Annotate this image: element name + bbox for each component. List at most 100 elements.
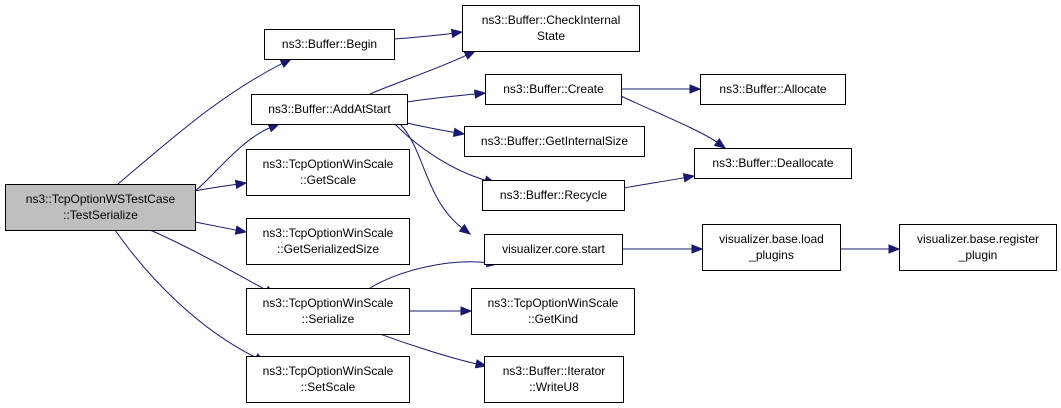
node-box[interactable]	[464, 126, 645, 157]
edge-addatstart-to-create	[406, 89, 487, 103]
node-box[interactable]	[700, 74, 846, 105]
edges-layer	[114, 28, 901, 369]
node-label-line: ns3::TcpOptionWSTestCase	[26, 192, 176, 206]
arrowhead-icon	[458, 223, 472, 235]
arrowhead-icon	[691, 244, 704, 254]
node-getinternalsize[interactable]: ns3::Buffer::GetInternalSize	[464, 126, 645, 157]
node-label-line: ::GetKind	[528, 312, 578, 326]
node-allocate[interactable]: ns3::Buffer::Allocate	[700, 74, 846, 105]
node-label-line: visualizer.core.start	[502, 242, 605, 256]
node-label-line: ::Serialize	[302, 312, 355, 326]
edge-vcorestart-to-loadplugins	[622, 244, 704, 254]
edge-serialize-to-getkind	[409, 306, 473, 316]
node-addatstart[interactable]: ns3::Buffer::AddAtStart	[251, 94, 408, 125]
node-label-line: ns3::TcpOptionWinScale	[263, 364, 394, 378]
node-label-line: ns3::Buffer::AddAtStart	[268, 102, 391, 116]
node-deallocate[interactable]: ns3::Buffer::Deallocate	[694, 148, 852, 179]
node-box[interactable]	[694, 148, 852, 179]
edge-root-to-setscale	[114, 229, 267, 363]
edge-addatstart-to-vcorestart	[399, 123, 472, 235]
node-label-line: ns3::TcpOptionWinScale	[263, 157, 394, 171]
node-label-line: State	[537, 29, 565, 43]
node-label-line: visualizer.base.load	[719, 232, 824, 246]
edge-line	[117, 62, 284, 185]
node-label-line: ns3::Buffer::GetInternalSize	[481, 134, 629, 148]
node-box[interactable]	[462, 5, 640, 52]
node-box[interactable]	[485, 74, 622, 105]
node-setscale[interactable]: ns3::TcpOptionWinScale::SetScale	[246, 356, 410, 403]
node-label-line: ns3::TcpOptionWinScale	[263, 296, 394, 310]
edge-line	[399, 123, 464, 229]
edge-line	[406, 122, 456, 134]
node-box[interactable]	[246, 356, 410, 403]
node-root[interactable]: ns3::TcpOptionWSTestCase::TestSerialize	[5, 184, 196, 231]
edge-begin-to-checkinternal	[393, 28, 464, 40]
edge-loadplugins-to-registerplugin	[840, 244, 901, 254]
node-serialize[interactable]: ns3::TcpOptionWinScale::Serialize	[246, 288, 410, 335]
node-label-line: _plugin	[958, 248, 998, 262]
node-label-line: ::TestSerialize	[63, 208, 138, 222]
node-label-line: ns3::Buffer::Allocate	[719, 82, 827, 96]
node-getkind[interactable]: ns3::TcpOptionWinScale::GetKind	[471, 288, 635, 335]
node-recycle[interactable]: ns3::Buffer::Recycle	[482, 180, 625, 211]
node-label-line: ::SetScale	[301, 380, 356, 394]
node-begin[interactable]: ns3::Buffer::Begin	[264, 29, 395, 60]
node-getserializedsize[interactable]: ns3::TcpOptionWinScale::GetSerializedSiz…	[246, 218, 410, 265]
node-label-line: ns3::Buffer::Deallocate	[712, 156, 834, 170]
arrowhead-icon	[474, 89, 487, 99]
edge-line	[623, 177, 686, 189]
edge-line	[114, 229, 258, 359]
arrowhead-icon	[474, 359, 488, 369]
edge-line	[406, 93, 477, 103]
node-box[interactable]	[246, 149, 410, 196]
node-loadplugins[interactable]: visualizer.base.load _plugins	[702, 224, 841, 271]
node-box[interactable]	[246, 218, 410, 265]
node-label-line: ::GetScale	[300, 173, 356, 187]
arrowhead-icon	[713, 138, 727, 149]
node-label-line: ns3::Buffer::Iterator	[503, 364, 606, 378]
edge-root-to-getserializedsize	[194, 221, 248, 235]
node-label-line: ns3::TcpOptionWinScale	[263, 226, 394, 240]
node-getscale[interactable]: ns3::TcpOptionWinScale::GetScale	[246, 149, 410, 196]
arrowhead-icon	[452, 127, 466, 137]
node-label-line: ns3::TcpOptionWinScale	[488, 296, 619, 310]
edge-line	[194, 221, 238, 231]
node-box[interactable]	[482, 180, 625, 211]
edge-line	[379, 333, 478, 365]
node-box[interactable]	[246, 288, 410, 335]
edge-create-to-allocate	[621, 84, 702, 94]
arrowhead-icon	[234, 179, 248, 190]
edge-recycle-to-deallocate	[623, 173, 696, 189]
node-registerplugin[interactable]: visualizer.base.register_plugin	[899, 224, 1057, 271]
arrowhead-icon	[463, 50, 477, 60]
node-label-line: _plugins	[748, 248, 794, 262]
node-box[interactable]	[251, 94, 408, 125]
edge-addatstart-to-getinternalsize	[406, 122, 466, 137]
node-vcorestart[interactable]: visualizer.core.start	[484, 234, 623, 265]
node-box[interactable]	[484, 234, 623, 265]
node-label-line: ns3::Buffer::Create	[503, 82, 604, 96]
arrowhead-icon	[279, 58, 293, 68]
arrowhead-icon	[682, 173, 696, 183]
edge-line	[194, 126, 271, 192]
node-box[interactable]	[471, 288, 635, 335]
node-box[interactable]	[702, 224, 841, 271]
arrowhead-icon	[234, 225, 248, 235]
node-box[interactable]	[899, 224, 1057, 271]
node-box[interactable]	[264, 29, 395, 60]
node-label-line: ns3::Buffer::Recycle	[500, 188, 607, 202]
node-label-line: ns3::Buffer::CheckInternal	[482, 13, 621, 27]
edge-line	[369, 54, 468, 95]
edge-create-to-deallocate	[620, 95, 727, 149]
edge-line	[393, 32, 454, 40]
edge-line	[194, 183, 238, 192]
node-create[interactable]: ns3::Buffer::Create	[485, 74, 622, 105]
node-box[interactable]	[484, 356, 624, 403]
edge-line	[394, 123, 487, 181]
node-label-line: ns3::Buffer::Begin	[282, 37, 377, 51]
node-writeu8[interactable]: ns3::Buffer::Iterator::WriteU8	[484, 356, 624, 403]
node-box[interactable]	[5, 184, 196, 231]
